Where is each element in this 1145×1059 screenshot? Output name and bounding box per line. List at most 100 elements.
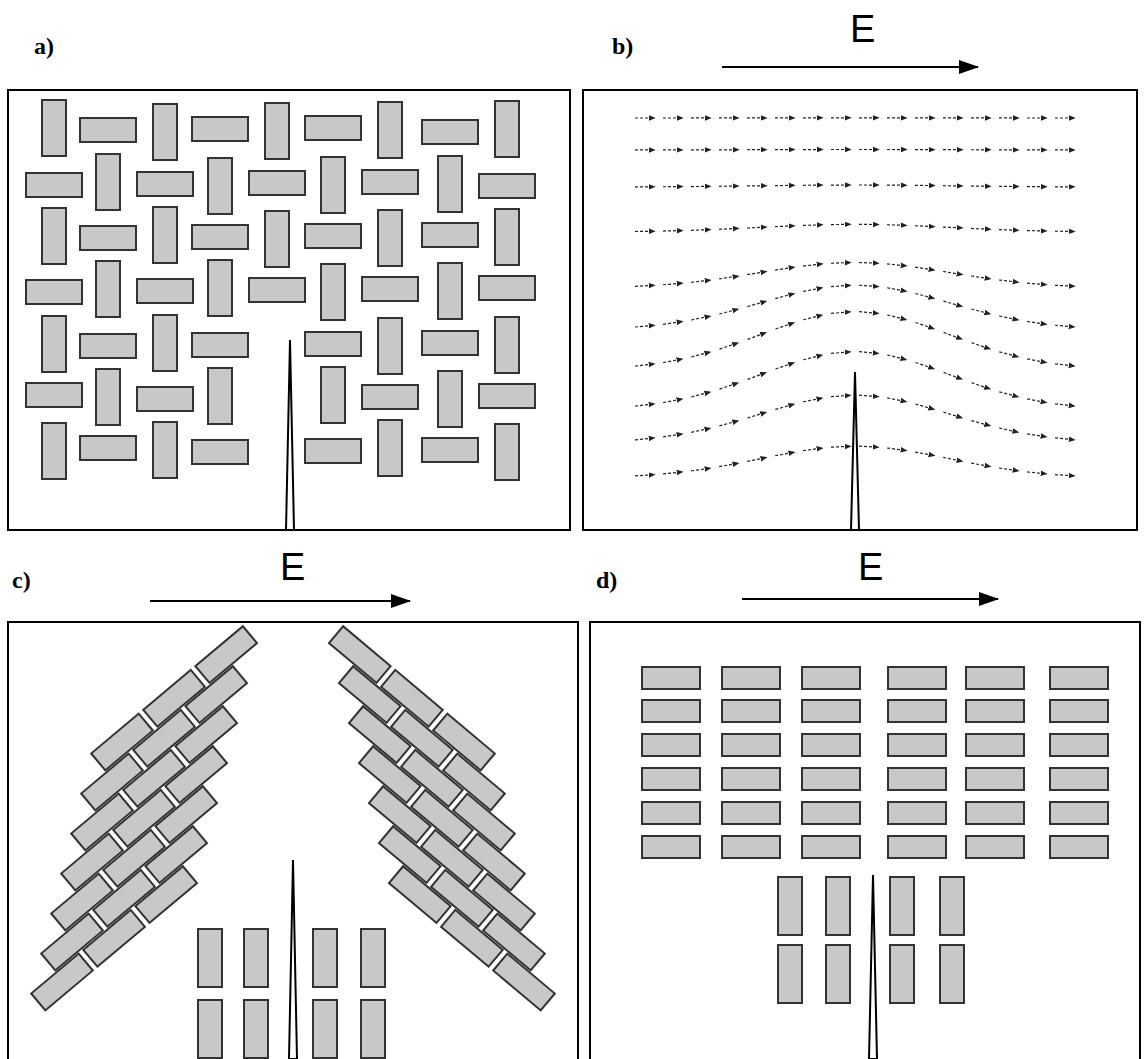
field-line-arrow [775,293,794,298]
field-line-arrow [831,395,851,396]
domain [802,667,860,689]
field-line-arrow [747,185,767,186]
field-line-arrow [691,468,711,471]
domain [966,802,1024,824]
field-line-arrow [915,267,935,270]
field-line-arrow [747,226,767,228]
field-line-arrow [635,438,655,440]
domain [96,369,120,425]
field-line-arrow [775,117,795,118]
domain [642,768,700,790]
panel-label: a) [34,34,54,58]
crack [289,860,297,1059]
domain [722,802,780,824]
domain [135,866,197,923]
field-line-arrow [663,283,683,285]
field-line-arrow [859,184,879,185]
field-line-arrow [1027,283,1047,285]
field-line-arrow [859,224,879,225]
field-line-arrow [943,149,963,150]
domain [192,333,248,357]
crack [869,875,877,1059]
field-line-arrow [1027,230,1047,232]
field-line-arrow [859,352,879,354]
field-line-arrow [719,276,739,279]
field-line-arrow [720,383,739,389]
field-line-arrow [1055,285,1075,286]
domain [1050,734,1108,756]
field-line-arrow [971,149,991,150]
domain [137,172,193,196]
domain [642,667,700,689]
panel-frame [590,622,1140,1059]
field-line-arrow [663,472,683,474]
field-line-arrow [887,288,907,292]
field-line-arrow [999,149,1019,150]
crack [851,372,859,530]
field-line-arrow [775,149,795,150]
field-line-arrow [747,117,767,118]
field-line-arrow [1027,399,1047,403]
domain [888,836,946,858]
field-line-arrow [971,117,991,118]
domain [31,954,93,1011]
domain [208,260,232,316]
field-line-arrow [831,312,851,314]
domain [80,436,136,460]
panel-label: c) [12,568,31,592]
domain [42,423,66,479]
field-line-arrow [663,434,683,437]
domain [153,315,177,371]
field-line-arrow [803,264,823,266]
domain [26,280,82,304]
crack [286,340,294,530]
domain [153,207,177,263]
field-line-arrow [887,355,906,360]
field-line-arrow [999,117,1019,118]
field-line-arrow [831,352,851,354]
field-line-arrow [1055,231,1075,233]
field-line-arrow [803,288,823,292]
panel-label: b) [612,34,633,58]
domain [1050,667,1108,689]
domain [940,877,964,935]
domain [890,945,914,1003]
panel-frame [8,90,570,530]
field-line-arrow [859,312,879,314]
field-line-arrow [1055,364,1075,366]
domain [888,768,946,790]
domain [802,734,860,756]
domain [966,768,1024,790]
field-line-arrow [719,149,739,150]
field-line-arrow [719,228,739,230]
domain [493,954,555,1011]
field-line-arrow [1027,472,1047,474]
domain [305,332,361,356]
field-line-arrow [971,228,991,230]
domain [153,104,177,160]
field-line-arrow [691,280,711,282]
field-line-arrow [775,225,795,227]
field-line-arrow [887,149,907,150]
domain [802,836,860,858]
domain [321,264,345,320]
field-line-arrow [943,412,962,418]
field-line-arrow [916,323,935,329]
field-line-arrow [803,117,823,118]
field-line-arrow [803,185,823,186]
panel-label: d) [596,568,617,592]
field-line-arrow [635,149,655,150]
field-line-arrow [999,352,1018,357]
field-line-arrow [691,186,711,187]
field-line-arrow [1027,186,1047,187]
field-line-arrow [719,185,739,186]
domain [244,1000,268,1058]
field-line-arrow [691,117,711,118]
field-line-arrow [999,280,1019,282]
field-line-arrow [831,184,851,185]
field-label: E [280,548,305,586]
domain [26,383,82,407]
domain [642,700,700,722]
field-line-arrow [803,224,823,226]
domain [249,171,305,195]
